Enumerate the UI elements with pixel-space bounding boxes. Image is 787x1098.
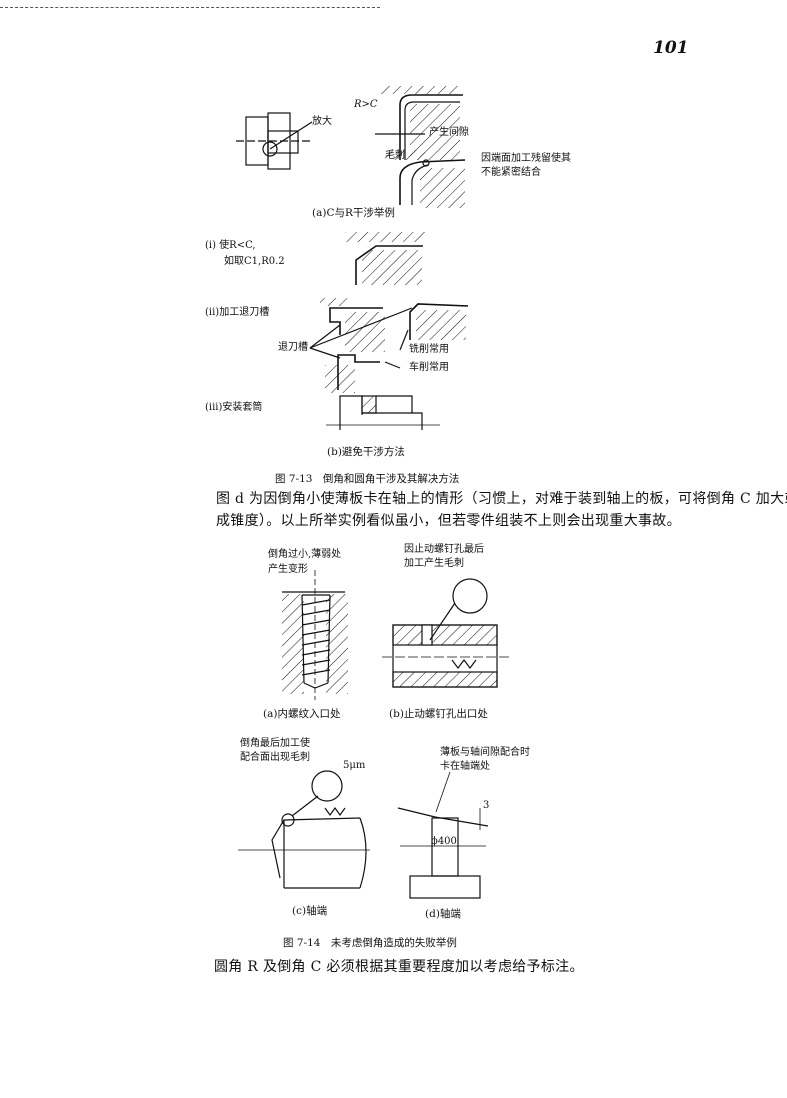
fig-7-13b-sleeve: [326, 395, 440, 430]
top-dashed-rule: [0, 7, 380, 8]
page-number: 101: [653, 38, 689, 58]
r-gt-c-label: R>C: [354, 99, 378, 110]
burr-label: 毛刺: [385, 150, 405, 161]
item-i-example: 如取C1,R0.2: [224, 256, 285, 267]
gap-label: 产生间隙: [429, 127, 469, 138]
note-c-2: 配合面出现毛刺: [240, 752, 310, 763]
fig-7-13a-corner-top: [375, 86, 463, 160]
subcaption-a: (a)C与R干涉举例: [312, 207, 395, 219]
undercut-label: 退刀槽: [278, 342, 308, 353]
note-b-1: 因止动螺钉孔最后: [404, 544, 484, 555]
subcaption-14a: (a)内螺纹入口处: [263, 708, 341, 720]
note-d-1: 薄板与轴间隙配合时: [440, 747, 530, 758]
dim-5um: 5μm: [343, 760, 366, 771]
fig-7-14d-shaft-plate: [397, 771, 489, 899]
note-line-1: 因端面加工残留使其: [481, 153, 571, 164]
note-d-2: 卡在轴端处: [440, 761, 490, 772]
enlarge-label: 放大: [312, 116, 332, 127]
dim-3: 3: [483, 800, 490, 811]
item-ii: (ii)加工退刀槽: [205, 307, 270, 318]
fig-7-14c-shaft: [238, 770, 370, 889]
fig-7-14a-thread: [282, 570, 348, 700]
turning-label: 车削常用: [409, 362, 449, 373]
closing-line: 圆角 R 及倒角 C 必须根据其重要程度加以考虑给予标注。: [214, 959, 584, 975]
paragraph-line-1: 图 d 为因倒角小使薄板卡在轴上的情形（习惯上，对难于装到轴上的板，可将倒角 C…: [216, 491, 787, 507]
note-b-2: 加工产生毛刺: [404, 558, 464, 569]
subcaption-14c: (c)轴端: [292, 905, 328, 917]
note-a-1: 倒角过小,薄弱处: [268, 549, 342, 560]
fig-7-13a-corner-bottom: [385, 150, 466, 208]
fig-7-13a-assembly: [236, 112, 313, 170]
note-a-2: 产生变形: [268, 564, 308, 575]
note-line-2: 不能紧密结合: [481, 167, 541, 178]
figure-caption-7-13: 图 7-13 倒角和圆角干涉及其解决方法: [275, 473, 460, 485]
item-iii: (iii)安装套筒: [205, 402, 263, 413]
note-c-1: 倒角最后加工使: [240, 738, 310, 749]
item-i: (i) 使R<C,: [205, 240, 256, 251]
fig-7-14b-screw-hole: [382, 578, 510, 688]
fig-7-13b-chamfer: [345, 232, 425, 285]
fig-7-13b-undercut: [309, 298, 469, 393]
diameter-label: ϕ400: [431, 836, 457, 847]
subcaption-b: (b)避免干涉方法: [327, 446, 405, 458]
subcaption-14b: (b)止动螺钉孔出口处: [389, 708, 488, 720]
subcaption-14d: (d)轴端: [425, 908, 461, 920]
paragraph-line-2: 成锥度）。以上所举实例看似虽小，但若零件组装不上则会出现重大事故。: [216, 513, 681, 529]
figure-caption-7-14: 图 7-14 未考虑倒角造成的失败举例: [283, 937, 457, 949]
milling-label: 铣削常用: [409, 344, 449, 355]
